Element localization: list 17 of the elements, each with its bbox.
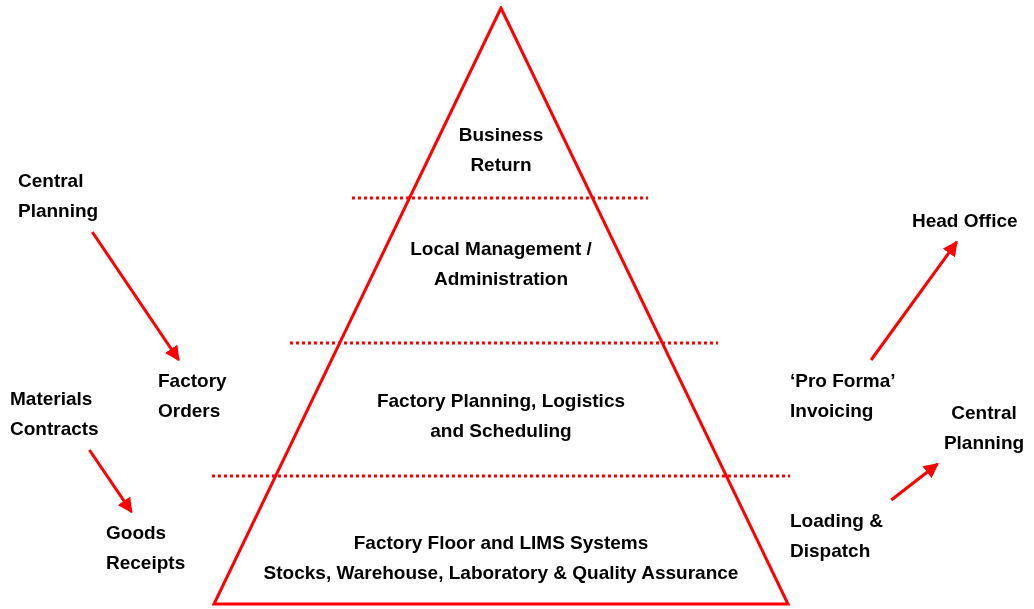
- level-label: Stocks, Warehouse, Laboratory & Quality Assurance: [262, 561, 740, 585]
- flow-label: Central Planning: [18, 166, 118, 226]
- flow-label: Factory Orders: [158, 366, 248, 426]
- level-label: Local Management / Administration: [409, 237, 593, 291]
- flow-label: Goods Receipts: [106, 518, 206, 578]
- arrow: [890, 462, 939, 502]
- flow-label: Materials Contracts: [10, 384, 120, 444]
- arrow: [91, 231, 180, 362]
- flow-label: Loading & Dispatch: [790, 506, 900, 566]
- flow-label: ‘Pro Forma’ Invoicing: [790, 366, 900, 426]
- flow-label: Head Office: [912, 206, 1032, 236]
- arrow: [869, 240, 958, 361]
- level-label: Factory Planning, Logistics and Scheduling: [375, 389, 627, 443]
- flow-label: Central Planning: [938, 398, 1030, 458]
- arrow: [88, 449, 133, 514]
- level-label: Factory Floor and LIMS Systems: [352, 531, 650, 555]
- level-label: Business Return: [457, 123, 545, 177]
